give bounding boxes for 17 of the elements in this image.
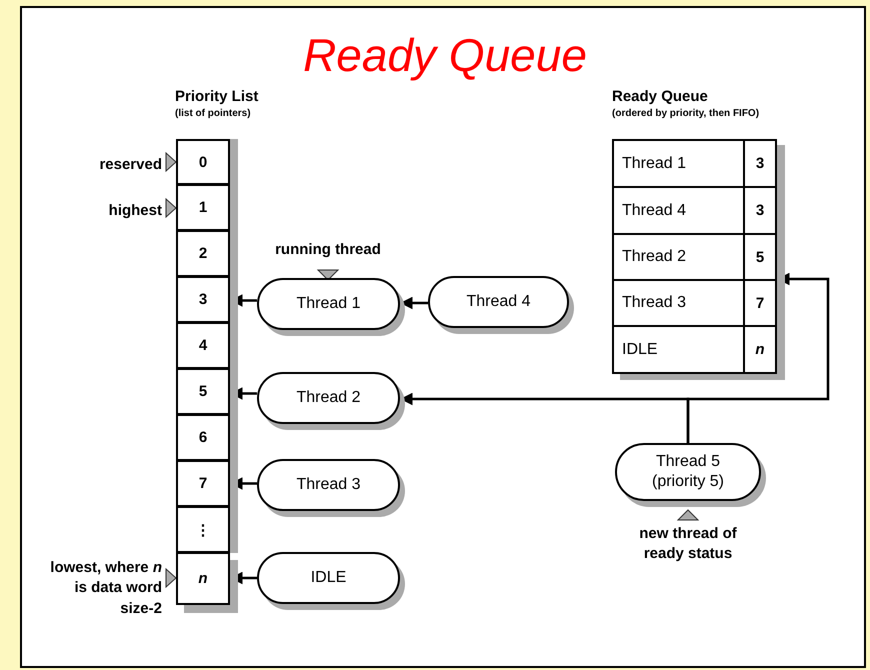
annotation: lowest, where n is data word size-2 [49,558,162,618]
thread-name: Thread 1 [621,154,688,174]
thread-name: Thread 4 [621,200,688,220]
arrow [686,272,830,443]
thread-name: IDLE [621,340,659,360]
diagram-title: Ready Queue [302,28,588,82]
annotation: running thread [274,240,382,260]
priority-value: n [743,327,775,372]
list-heading: Priority List [175,88,258,105]
annotation: highest [108,201,162,221]
annotation: new thread of ready status [638,524,738,564]
annotation: reserved [98,155,162,175]
thread-name: Thread 2 [621,247,688,267]
list-heading: Ready Queue [612,88,708,105]
list-subheading: (ordered by priority, then FIFO) [612,108,760,119]
thread-name: Thread 3 [621,293,688,313]
list-subheading: (list of pointers) [175,108,251,119]
